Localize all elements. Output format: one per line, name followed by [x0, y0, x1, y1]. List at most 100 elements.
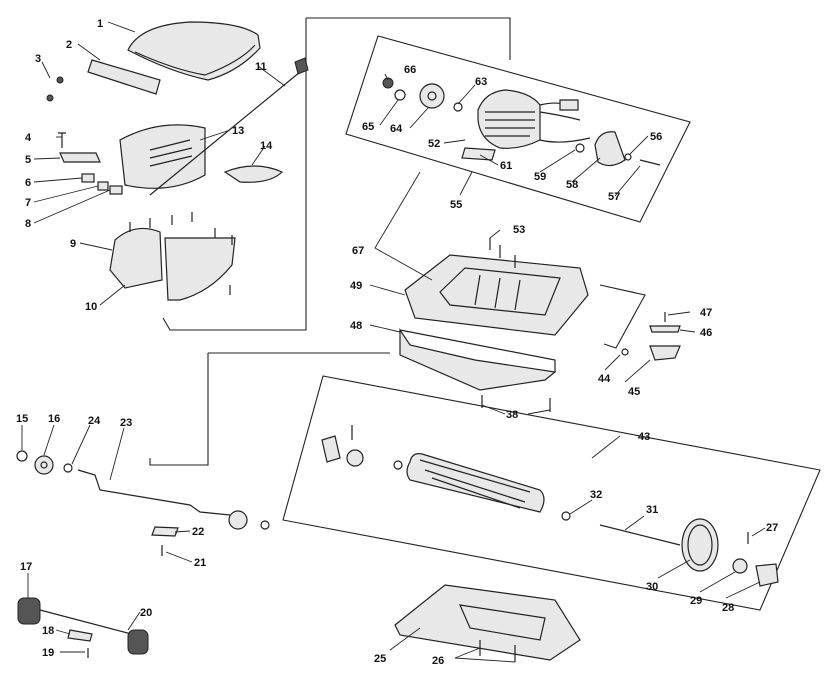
callout-61: 61	[500, 160, 512, 172]
motor	[477, 89, 541, 149]
belt-30-inner	[687, 524, 713, 566]
front-axle-20	[39, 609, 136, 636]
callout-46: 46	[700, 327, 712, 339]
callout-15: 15	[16, 413, 28, 425]
callout-29: 29	[690, 595, 702, 607]
cord-connector	[294, 57, 309, 75]
bracket-22	[151, 526, 179, 537]
washer-24	[63, 463, 73, 473]
end-cap-left	[321, 435, 341, 463]
callout-14: 14	[260, 140, 273, 152]
callout-55: 55	[450, 199, 462, 211]
callout-64: 64	[390, 123, 403, 135]
callout-67: 67	[352, 245, 364, 257]
housing-left	[109, 227, 163, 289]
callout-47: 47	[700, 307, 712, 319]
front-wheel-right	[127, 629, 149, 655]
brush-holder	[559, 99, 579, 111]
callout-49: 49	[350, 280, 362, 292]
callout-17: 17	[20, 561, 32, 573]
brushroll-assembly-box	[282, 375, 821, 611]
washer-63	[453, 102, 463, 112]
callout-25: 25	[374, 653, 386, 665]
callout-22: 22	[192, 526, 204, 538]
callout-3: 3	[35, 53, 41, 65]
top-cover-edge	[134, 44, 256, 76]
callout-21: 21	[194, 557, 206, 569]
upper-housing-49	[404, 254, 589, 336]
callout-16: 16	[48, 413, 60, 425]
washer-44	[621, 348, 629, 356]
bearing-left	[346, 449, 364, 467]
bumper-group-bracket	[599, 284, 646, 349]
callout-4: 4	[25, 132, 32, 144]
motor-mount-61	[461, 147, 496, 161]
clip-8	[109, 185, 123, 195]
callout-18: 18	[42, 625, 54, 637]
bracket-46	[649, 325, 681, 333]
washer-59	[575, 143, 585, 153]
callout-58: 58	[566, 179, 578, 191]
callout-10: 10	[85, 301, 97, 313]
hood-group-bracket-lower	[162, 18, 307, 331]
lower-housing-edge	[399, 329, 556, 372]
shaft-31	[599, 524, 681, 546]
callout-43: 43	[638, 431, 650, 443]
screw-3b	[56, 76, 64, 84]
callout-52: 52	[428, 138, 440, 150]
housing-right	[164, 237, 236, 301]
lower-housing-48	[399, 328, 557, 391]
callout-66: 66	[404, 64, 416, 76]
callout-44: 44	[598, 373, 611, 385]
callout-45: 45	[628, 386, 640, 398]
callout-19: 19	[42, 647, 54, 659]
motor-assembly-box	[345, 35, 691, 223]
callout-24: 24	[88, 415, 101, 427]
front-wheel-17	[17, 597, 41, 625]
callout-57: 57	[608, 191, 620, 203]
upper-housing-inner	[439, 267, 561, 316]
callout-38: 38	[506, 409, 518, 421]
fan-hub	[427, 91, 437, 101]
callout-59: 59	[534, 171, 546, 183]
top-cover	[127, 21, 261, 81]
callout-6: 6	[25, 177, 31, 189]
callout-56: 56	[650, 131, 662, 143]
callout-53: 53	[513, 224, 525, 236]
bottom-plate-opening	[459, 604, 546, 641]
motor-windings	[485, 111, 535, 137]
upper-housing-ribs	[474, 274, 521, 311]
light-lens	[223, 165, 284, 183]
callout-28: 28	[722, 602, 734, 614]
clip-6	[81, 173, 95, 183]
washer-65	[394, 89, 406, 101]
callout-23: 23	[120, 417, 132, 429]
bracket-5	[59, 152, 101, 163]
bearing-29	[732, 558, 748, 574]
rear-wheel	[228, 510, 248, 530]
washer-left	[393, 460, 403, 470]
callout-27: 27	[766, 522, 778, 534]
screw-4	[58, 132, 66, 148]
latch-45	[649, 345, 681, 361]
screws-38	[481, 395, 551, 412]
hubcap-15	[16, 450, 28, 462]
screw-row-housing	[129, 212, 233, 295]
hood-group-bracket	[306, 17, 511, 60]
callout-26: 26	[432, 655, 444, 667]
washer-56	[624, 153, 632, 161]
callout-1: 1	[97, 18, 103, 30]
pin-57	[639, 159, 661, 166]
callout-5: 5	[25, 154, 31, 166]
leader-lines	[21, 21, 766, 663]
callout-2: 2	[66, 39, 72, 51]
callout-48: 48	[350, 320, 362, 332]
clip-7	[97, 181, 109, 191]
axle-group-bracket	[149, 352, 390, 466]
callout-32: 32	[590, 489, 602, 501]
callout-7: 7	[25, 197, 31, 209]
axle-23	[77, 469, 231, 516]
bracket-18	[67, 629, 93, 642]
